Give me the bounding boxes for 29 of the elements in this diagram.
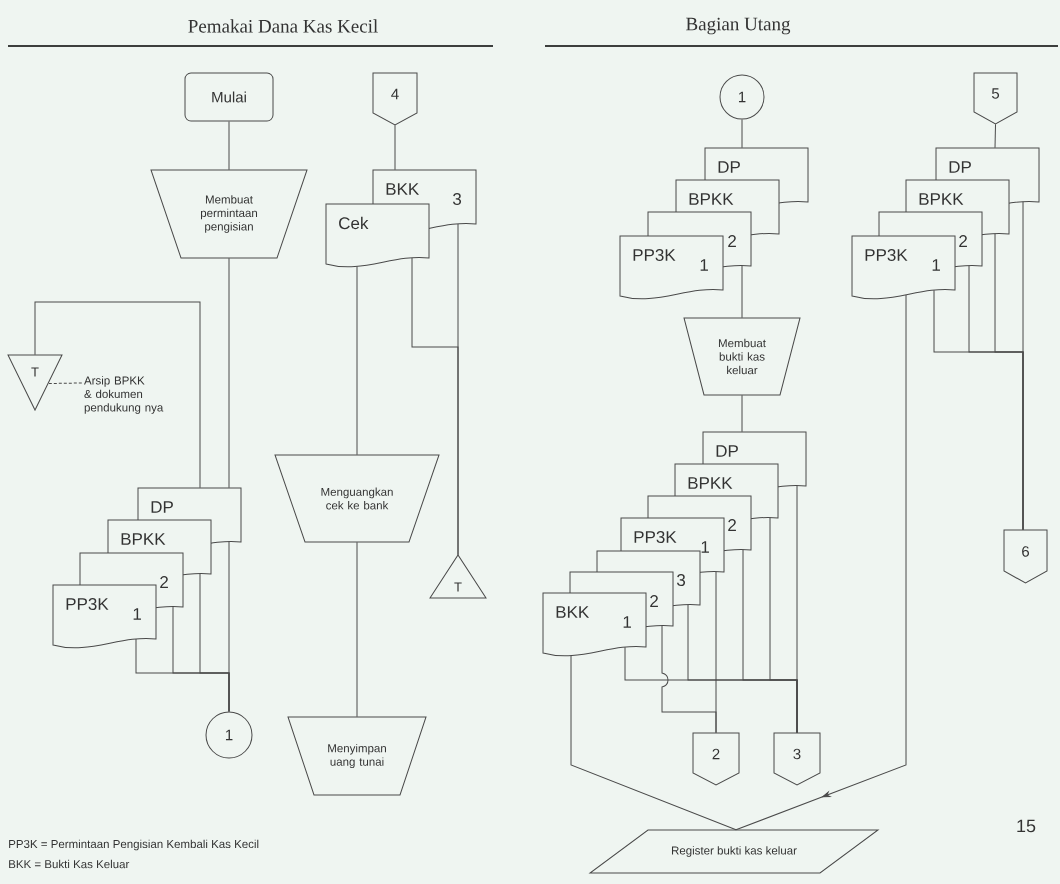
terminal-box: Mulai xyxy=(184,72,274,122)
abbreviation-note: BKK = Bukti Kas Keluar xyxy=(9,859,130,869)
flow-line xyxy=(34,301,201,489)
lane-heading: Pemakai Dana Kas Kecil xyxy=(188,19,378,33)
flow-line xyxy=(741,265,743,319)
abbreviation-note: PP3K = Permintaan Pengisian Kembali Kas Kecil xyxy=(9,839,259,851)
page-number: 15 xyxy=(1017,819,1036,833)
flow-line xyxy=(394,124,396,171)
flow-line xyxy=(570,655,737,831)
flow-line xyxy=(994,123,996,149)
flow-line xyxy=(228,257,230,489)
flow-line xyxy=(624,646,798,734)
annotation-line xyxy=(48,382,83,384)
flow-line xyxy=(933,289,1024,531)
off-page-connector: 4 xyxy=(372,72,418,126)
lane-heading: Bagian Utang xyxy=(686,17,791,35)
flow-line xyxy=(741,119,743,149)
annotation-text: Arsip BPKK & dokumen pendukung nya xyxy=(84,376,164,414)
flow-line xyxy=(411,257,459,556)
arrow xyxy=(735,294,907,831)
flow-line xyxy=(135,638,230,712)
off-page-connector: 6 xyxy=(1003,529,1048,584)
flow-line xyxy=(741,394,743,433)
flow-line xyxy=(661,625,717,734)
off-page-connector: 3 xyxy=(773,732,821,786)
off-page-connector: 2 xyxy=(692,732,740,786)
flow-line xyxy=(356,266,358,456)
flow-line xyxy=(228,121,230,171)
flow-line xyxy=(356,541,358,718)
